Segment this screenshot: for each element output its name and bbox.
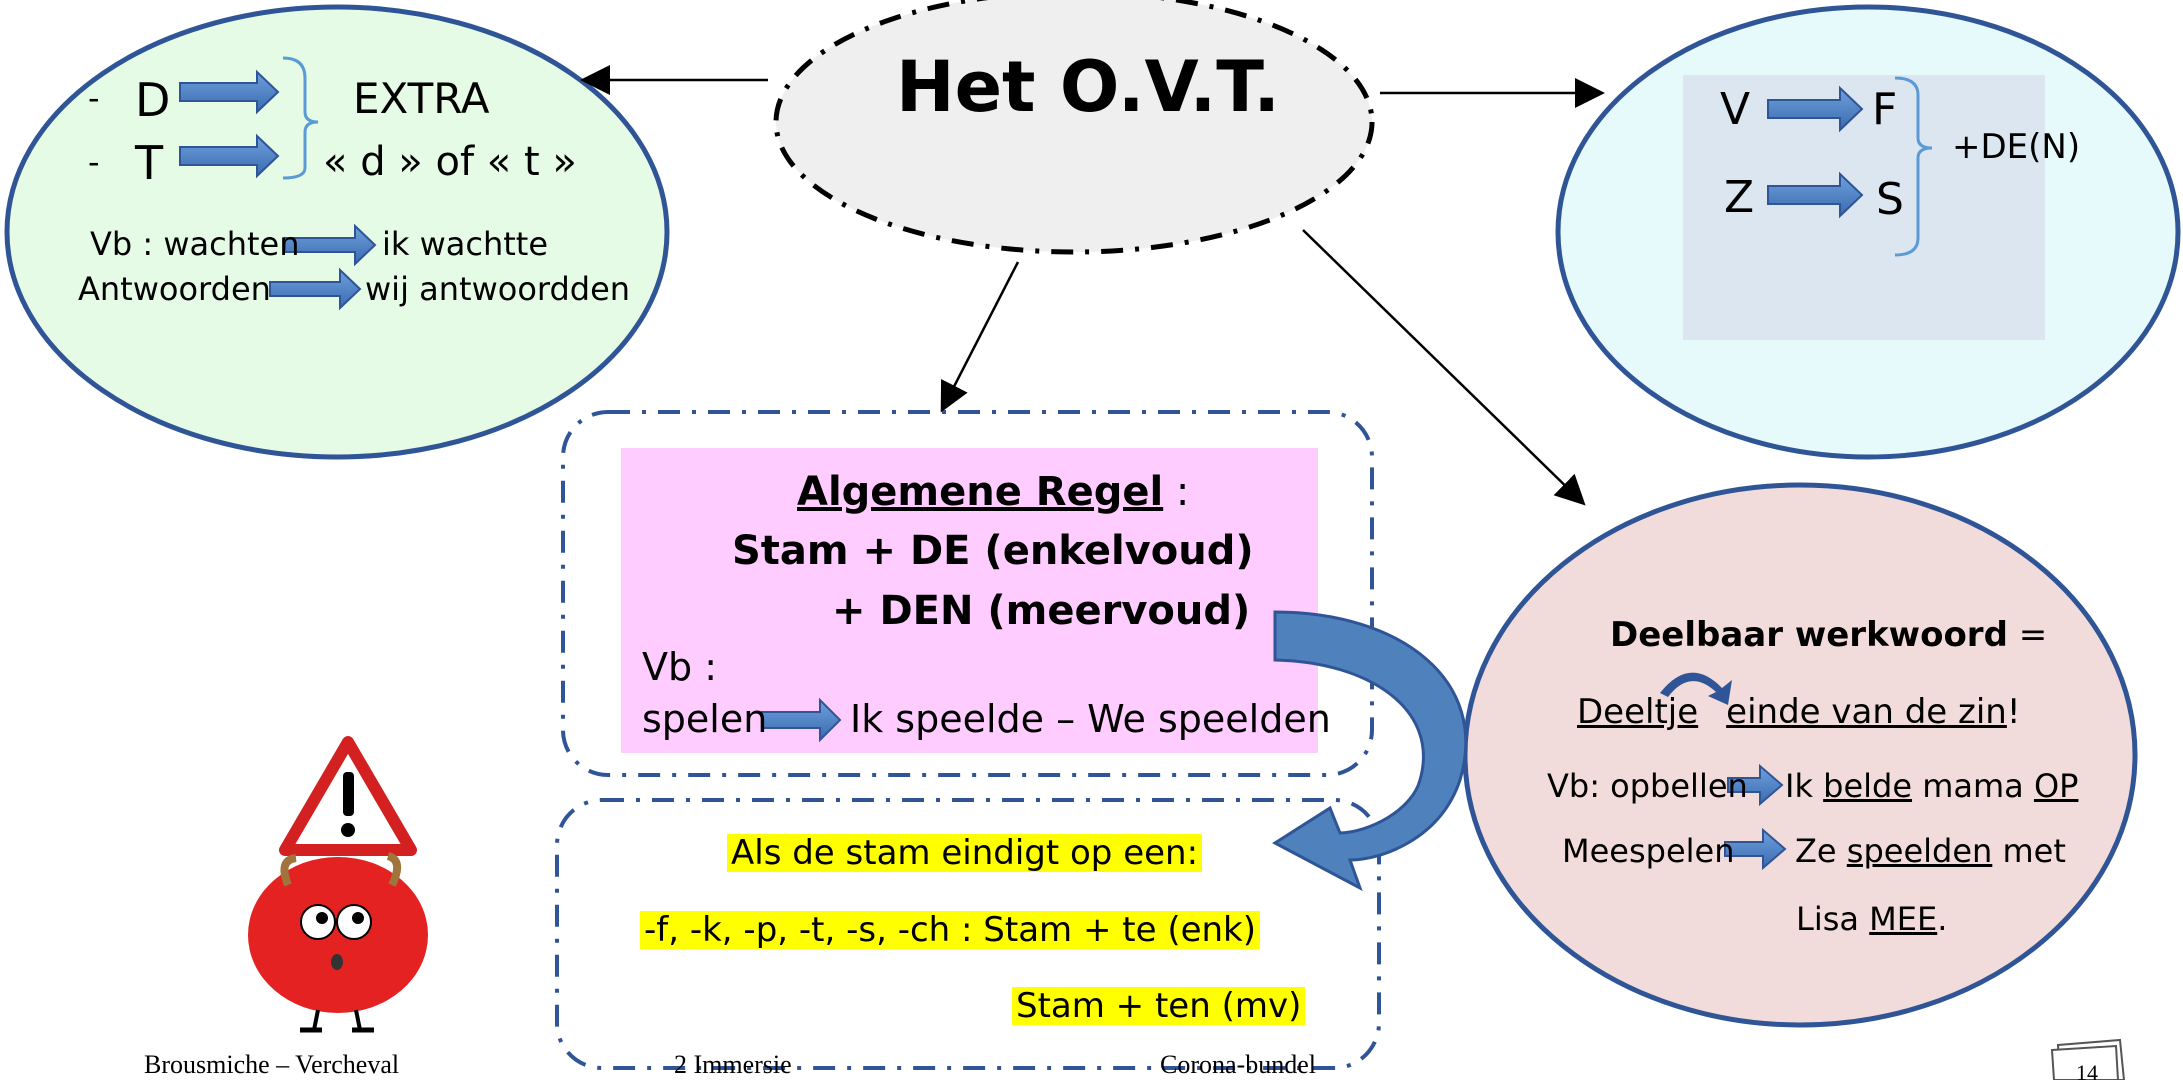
block-arrow-opbellen: [1727, 763, 1784, 807]
sv-mee: MEE: [1869, 900, 1938, 938]
pink-box: [621, 448, 1318, 753]
rule-heading-colon: :: [1163, 469, 1190, 515]
rule-line-1: Stam + DE (enkelvoud): [732, 528, 1254, 574]
exception-line-2: -f, -k, -p, -t, -s, -ch : Stam + te (enk…: [640, 911, 1260, 949]
exception-line-3: Stam + ten (mv): [1012, 987, 1306, 1025]
sv-ze: Ze: [1795, 832, 1847, 870]
block-arrow-t: [179, 133, 280, 179]
warning-monster-icon: [248, 736, 428, 1033]
sv-example-1-right: Ik belde mama OP: [1785, 770, 2078, 802]
sv-lisa: Lisa: [1796, 900, 1870, 938]
example-wachtte: ik wachtte: [382, 225, 549, 263]
bracket-green: [282, 56, 319, 180]
rule-deeltje: Deeltje: [1577, 692, 1699, 732]
sv-ik: Ik: [1785, 767, 1824, 805]
footer-bundle: Corona-bundel: [1160, 1050, 1316, 1079]
curved-arrow: [1272, 610, 1468, 892]
bullet-dash-2: -: [88, 143, 100, 181]
page-title: Het O.V.T.: [896, 46, 1280, 128]
extra-rule: « d » of « t »: [323, 139, 577, 185]
red-bubble: [1462, 482, 2138, 1028]
green-bubble: [4, 4, 670, 460]
block-arrow-vf: [1767, 85, 1864, 133]
separable-verb-title-eq: =: [2007, 615, 2048, 655]
sv-example-2-left: Meespelen: [1562, 832, 1735, 870]
letter-s: S: [1876, 174, 1904, 225]
footer-authors: Brousmiche – Vercheval: [144, 1050, 400, 1079]
block-arrow-d: [179, 69, 280, 115]
block-arrow-antwoorden: [269, 267, 362, 311]
letter-d: D: [135, 73, 171, 127]
separable-verb-title-bold: Deelbaar werkwoord: [1610, 615, 2008, 655]
example-antwoorden: Antwoorden: [78, 270, 271, 308]
rule-heading-text: Algemene Regel: [797, 469, 1164, 515]
rule-einde: einde van de zin: [1726, 692, 2007, 732]
block-arrow-spelen: [761, 697, 842, 743]
arrow-to-rule: [940, 261, 1020, 413]
sv-op: OP: [2033, 767, 2079, 805]
footer-page-number: 14: [2076, 1060, 2098, 1085]
letter-f: F: [1872, 84, 1898, 135]
rule-example-right: Ik speelde – We speelden: [850, 697, 1331, 741]
suffix-den: +DE(N): [1952, 127, 2081, 167]
rule-heading: Algemene Regel :: [797, 472, 1189, 512]
blue-inner-box: [1683, 75, 2045, 340]
sv-belde: belde: [1823, 767, 1913, 805]
letter-v: V: [1720, 84, 1751, 135]
example-antwoordden: wij antwoordden: [365, 270, 631, 308]
block-arrow-meespelen: [1724, 827, 1787, 871]
title-bubble: [773, 0, 1375, 255]
separable-verb-title: Deelbaar werkwoord =: [1610, 618, 2047, 652]
separable-verb-rule: Deeltje einde van de zin!: [1577, 695, 2021, 729]
sv-dot: .: [1937, 900, 1948, 938]
sv-example-3: Lisa MEE.: [1796, 903, 1947, 935]
letter-z: Z: [1724, 172, 1755, 223]
arrow-to-red: [1302, 229, 1586, 506]
page-stack-icon: [2050, 1038, 2126, 1080]
bracket-blue: [1894, 76, 1933, 257]
sv-speelden: speelden: [1846, 832, 1993, 870]
letter-t: T: [135, 136, 164, 190]
curve-arrow-deeltje: [1660, 672, 1732, 705]
exception-line-1: Als de stam eindigt op een:: [727, 834, 1203, 872]
sv-mama: mama: [1912, 767, 2034, 805]
sv-example-1-left: Vb: opbellen: [1547, 767, 1748, 805]
sv-met: met: [1992, 832, 2066, 870]
rule-exclaim: !: [2006, 692, 2021, 732]
rule-example-left: spelen: [642, 697, 768, 741]
bullet-dash-1: -: [88, 79, 100, 117]
example-wachten: Vb : wachten: [90, 225, 300, 263]
sv-example-2-right: Ze speelden met: [1795, 835, 2066, 867]
rule-line-2: + DEN (meervoud): [832, 588, 1251, 634]
exception-frame: [555, 798, 1381, 1070]
extra-label: EXTRA: [353, 74, 490, 123]
footer-class: 2 Immersie: [674, 1050, 792, 1079]
block-arrow-zs: [1767, 171, 1864, 219]
block-arrow-wachten: [284, 223, 377, 267]
rule-vb: Vb :: [642, 645, 717, 689]
